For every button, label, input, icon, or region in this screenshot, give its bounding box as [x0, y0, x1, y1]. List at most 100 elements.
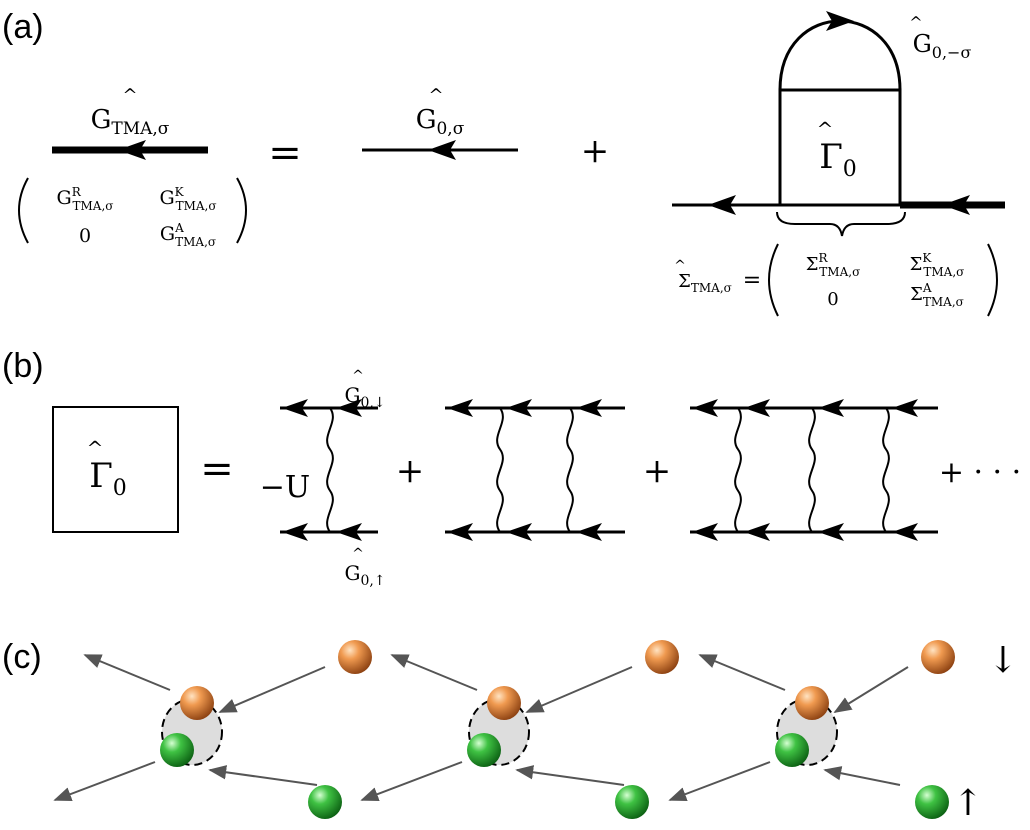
propagator-arrow-icon — [447, 399, 473, 417]
interaction-wavy-line — [882, 407, 890, 533]
propagator-arrow-icon — [506, 523, 532, 541]
hat-mark: ^ — [352, 546, 364, 562]
propagator-arrow-icon — [282, 399, 308, 417]
spin-up-particle — [308, 785, 342, 819]
panel-c: ↓ ↑ — [53, 640, 1018, 824]
trajectory-arrow — [218, 666, 326, 713]
equals-sign-a: = — [268, 130, 302, 176]
underbrace — [776, 211, 906, 237]
panel-label-c: (c) — [2, 638, 42, 676]
trajectory-arrow — [833, 666, 909, 713]
propagator-arrow-icon — [744, 399, 770, 417]
plus-sign-b1: + — [396, 451, 425, 491]
trajectory-arrow — [668, 761, 771, 801]
propagator-arrow-icon — [818, 523, 844, 541]
spin-up-particle — [615, 785, 649, 819]
loop-propagator-label: G0,−σ — [913, 30, 972, 62]
loop-arrow-icon — [826, 11, 854, 31]
equals-sign-b: = — [200, 446, 234, 492]
matrix-zero: 0 — [79, 225, 91, 247]
interaction-wavy-line — [566, 407, 574, 533]
interaction-wavy-line — [734, 407, 742, 533]
propagator-arrow-icon — [282, 523, 308, 541]
dressed-propagator-label: GTMA,σ — [91, 105, 170, 139]
trajectory-arrow — [53, 761, 156, 801]
trajectory-arrow — [83, 654, 171, 691]
dressed-propagator-arrow-icon — [118, 140, 146, 160]
outgoing-arrow-icon — [708, 195, 736, 215]
propagator-arrow-icon — [576, 399, 602, 417]
propagator-arrow-icon — [892, 523, 918, 541]
propagator-arrow-icon — [506, 399, 532, 417]
propagator-arrow-icon — [692, 399, 718, 417]
hat-mark: ^ — [428, 85, 443, 106]
trajectory-arrow — [698, 654, 786, 691]
spin-up-particle — [915, 785, 949, 819]
plus-sign-a: + — [581, 131, 610, 171]
hat-mark: ^ — [674, 258, 686, 274]
trajectory-arrow — [515, 765, 625, 786]
vertex-label-b: Γ0 — [89, 456, 127, 501]
propagator-arrow-icon — [336, 523, 362, 541]
scattering-cartoon — [53, 640, 955, 819]
hat-mark: ^ — [122, 85, 137, 106]
panel-label-b: (b) — [2, 347, 44, 385]
ladder-term-2 — [445, 399, 625, 541]
plus-sign-b2: + — [643, 451, 672, 491]
bottom-propagator-label: G0,↑ — [344, 561, 385, 589]
ladder-term-1 — [280, 399, 378, 541]
interaction-wavy-line — [496, 407, 504, 533]
hat-mark: ^ — [352, 368, 364, 384]
self-energy-equals: = — [743, 268, 761, 293]
vertex-label-a: Γ0 — [819, 137, 857, 182]
spin-up-particle — [775, 733, 809, 767]
matrix-right-paren — [236, 177, 247, 244]
panel-b: Γ0 ^ = G0,↓ ^ G0,↑ ^ −U + + + · · · — [52, 368, 1021, 589]
panel-label-a: (a) — [2, 8, 44, 46]
propagator-arrow-icon — [447, 523, 473, 541]
propagator-arrow-icon — [818, 399, 844, 417]
spin-down-particle — [645, 640, 679, 674]
propagator-arrow-icon — [744, 523, 770, 541]
ellipsis-term: + · · · — [939, 455, 1021, 490]
hat-mark: ^ — [909, 13, 922, 32]
incoming-arrow-icon — [942, 195, 970, 215]
self-energy-lhs: ΣTMA,σ — [678, 271, 732, 295]
spin-up-label: ↑ — [953, 783, 983, 824]
free-propagator-arrow-icon — [428, 140, 456, 160]
free-propagator-label: G0,σ — [416, 105, 465, 139]
propagator-arrow-icon — [576, 523, 602, 541]
trajectory-arrow — [390, 654, 478, 691]
trajectory-arrow — [823, 766, 901, 786]
self-energy-right-paren — [987, 243, 998, 317]
interaction-label: −U — [260, 470, 310, 505]
spin-up-particle — [467, 733, 501, 767]
spin-down-particle — [338, 640, 372, 674]
trajectory-arrow — [208, 765, 318, 786]
propagator-arrow-icon — [692, 523, 718, 541]
self-energy-left-paren — [768, 243, 779, 317]
interaction-wavy-line — [808, 407, 816, 533]
spin-down-particle — [487, 686, 521, 720]
ladder-diagrams — [280, 399, 938, 541]
vertex-box-a — [778, 88, 902, 207]
spin-down-particle — [180, 686, 214, 720]
trajectory-arrow — [360, 761, 463, 801]
hat-mark: ^ — [87, 436, 104, 460]
propagator-arrow-icon — [892, 399, 918, 417]
spin-down-particle — [795, 686, 829, 720]
ladder-term-3 — [690, 399, 938, 541]
spin-down-particle — [921, 640, 955, 674]
propagator-arrow-icon — [336, 399, 362, 417]
vertex-box-b — [52, 406, 179, 533]
hat-mark: ^ — [817, 117, 834, 141]
matrix-left-paren — [18, 177, 29, 244]
